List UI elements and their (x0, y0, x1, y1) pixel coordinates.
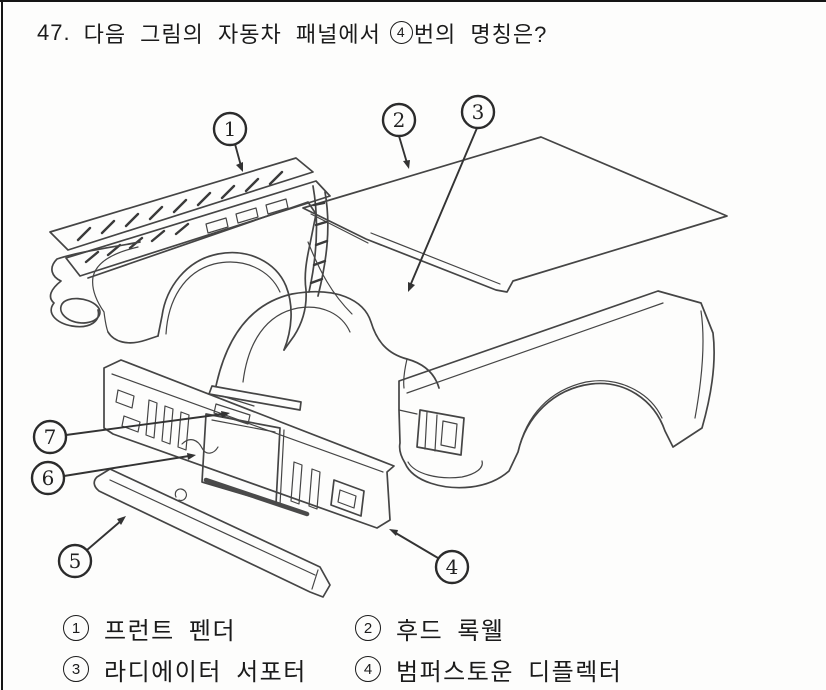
left-fender (49, 185, 353, 351)
question-text-before: 다음 그림의 자동차 패널에서 (83, 22, 381, 47)
callout-number-5: 5 (69, 549, 82, 573)
callout-circle-2 (381, 102, 417, 138)
callout-circle-3 (460, 94, 496, 130)
figure-callout-1: 1 (212, 111, 248, 172)
option-3: 3 라디에이터 서포터 (63, 655, 355, 686)
arrowhead-3 (408, 282, 415, 292)
leader-line-6 (63, 455, 190, 477)
arrowhead-5 (117, 516, 126, 525)
arrowhead-2 (403, 160, 410, 169)
callout-number-6: 6 (42, 466, 55, 490)
hood-panel (302, 136, 728, 293)
option-4-label: 범퍼스토운 디플렉터 (396, 658, 623, 686)
left-fender-apron (49, 157, 331, 277)
option-2: 2 후드 록웰 (355, 614, 622, 645)
callout-number-3: 3 (472, 100, 485, 124)
option-3-circled-number: 3 (63, 656, 89, 682)
radiator-support (103, 359, 395, 529)
page-border-top (0, 0, 826, 2)
callout-number-1: 1 (224, 117, 237, 141)
figure-callout-7: 7 (32, 411, 230, 455)
arrowhead-4 (389, 529, 398, 536)
callout-circle-4 (434, 549, 470, 585)
option-4-circled-number: 4 (355, 656, 381, 682)
callout-circle-5 (57, 543, 93, 579)
option-1-circled-number: 1 (63, 615, 89, 641)
wheel-housing (208, 290, 440, 411)
question-text-after: 번의 명칭은? (413, 22, 548, 47)
figure-callout-3: 3 (408, 94, 496, 292)
figure-callout-6: 6 (30, 453, 196, 496)
circled-number-4-inline: 4 (389, 20, 413, 44)
leader-line-3 (409, 127, 478, 287)
callout-circle-1 (212, 111, 248, 147)
option-2-label: 후드 록웰 (396, 617, 505, 645)
leader-line-7 (65, 413, 224, 436)
page-border-left (1, 0, 3, 690)
option-1-label: 프런트 펜더 (104, 617, 237, 645)
option-2-circled-number: 2 (355, 615, 381, 641)
leader-line-5 (86, 519, 123, 551)
option-4: 4 범퍼스토운 디플렉터 (355, 655, 622, 686)
right-fender (398, 290, 716, 489)
callout-circle-7 (32, 419, 68, 455)
arrowhead-7 (221, 411, 230, 418)
figure-callout-4: 4 (389, 529, 470, 585)
callout-circle-6 (30, 460, 66, 496)
option-3-label: 라디에이터 서포터 (104, 658, 307, 686)
answer-options: 1 프런트 펜더 2 후드 록웰 3 라디에이터 서포터 4 범퍼스토운 디플렉… (63, 614, 622, 686)
question-title: 47. 다음 그림의 자동차 패널에서 4 번의 명칭은? (37, 17, 547, 49)
callout-number-2: 2 (393, 108, 406, 132)
arrowhead-6 (187, 453, 196, 460)
option-1: 1 프런트 펜더 (63, 614, 355, 645)
stone-deflector (93, 468, 331, 598)
callout-number-7: 7 (44, 425, 57, 449)
figure-callout-2: 2 (381, 102, 417, 169)
leader-line-2 (398, 135, 408, 164)
question-number: 47. (37, 20, 71, 45)
leader-line-1 (234, 143, 242, 167)
arrowhead-1 (236, 162, 243, 172)
leader-line-4 (393, 531, 439, 559)
callout-number-4: 4 (446, 555, 459, 579)
figure-callout-5: 5 (57, 516, 126, 579)
